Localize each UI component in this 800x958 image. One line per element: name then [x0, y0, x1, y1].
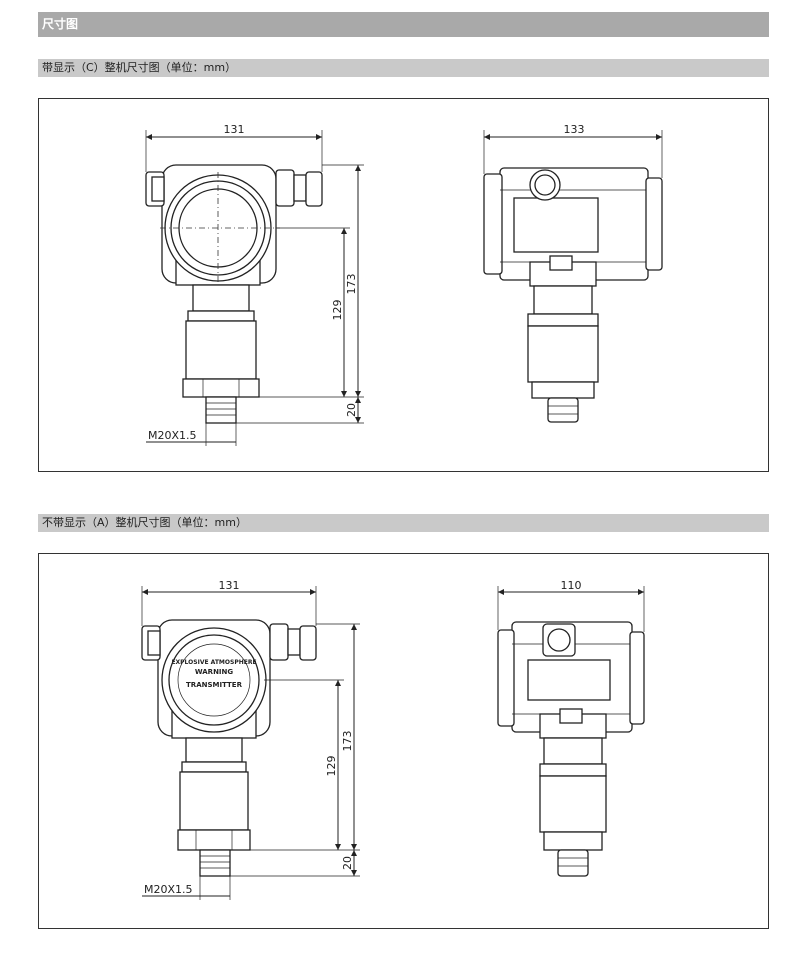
diagram1-caption-bar: 带显示（C）整机尺寸图（单位：mm） [38, 59, 769, 77]
diagram2-side-view: 110 [497, 579, 645, 877]
diagram2-cover-text-2: WARNING [195, 668, 234, 676]
diagram2-front-total-height-label: 173 [341, 731, 354, 752]
diagram2-front-width-label: 131 [219, 579, 240, 592]
section-title: 尺寸图 [42, 17, 79, 31]
diagram2-caption-bar: 不带显示（A）整机尺寸图（单位：mm） [38, 514, 769, 532]
diagram1-front-total-height-label: 173 [345, 274, 358, 295]
section-title-bar: 尺寸图 [38, 12, 769, 37]
diagram1-front-fitting-height-label: 20 [345, 403, 358, 417]
diagram2-frame [38, 553, 769, 929]
diagram1-front-body-height-label: 129 [331, 300, 344, 321]
diagram1-front-view: 131 173 129 20 M20X1.5 [145, 123, 364, 446]
diagram2-caption: 不带显示（A）整机尺寸图（单位：mm） [42, 516, 247, 529]
diagram1-side-view: 133 [483, 123, 663, 423]
diagram1-caption: 带显示（C）整机尺寸图（单位：mm） [42, 61, 237, 74]
diagram2-cover-text-1: EXPLOSIVE ATMOSPHERE [171, 659, 256, 666]
diagram2-cover-text-3: TRANSMITTER [186, 681, 243, 689]
diagram1-frame [38, 98, 769, 472]
diagram2-front-fitting-height-label: 20 [341, 856, 354, 870]
diagram2-side-width-label: 110 [561, 579, 582, 592]
diagram1-thread-label: M20X1.5 [148, 429, 197, 442]
diagram1-front-width-label: 131 [224, 123, 245, 136]
diagram2-front-body-height-label: 129 [325, 756, 338, 777]
diagram2-thread-label: M20X1.5 [144, 883, 193, 896]
diagram1-side-width-label: 133 [564, 123, 585, 136]
diagram2-front-view: EXPLOSIVE ATMOSPHERE WARNING TRANSMITTER… [141, 579, 360, 900]
